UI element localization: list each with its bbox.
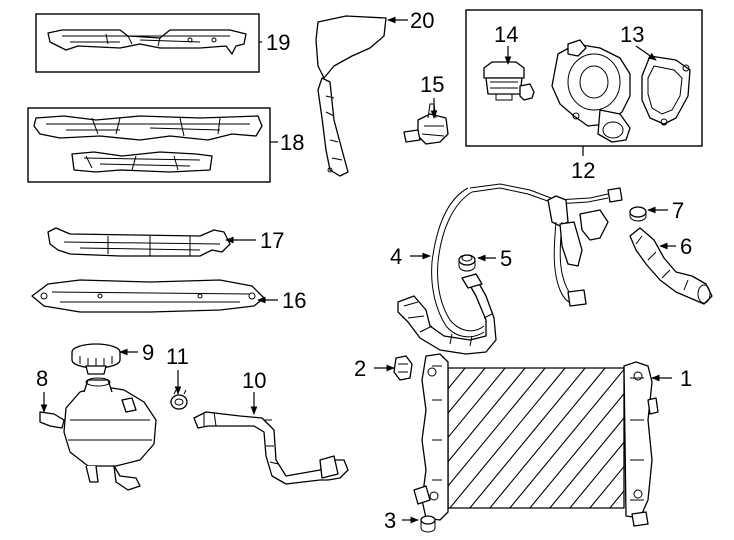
callout-8: 8: [36, 366, 48, 391]
part-13-gasket: [641, 55, 691, 126]
part-6-hose: [629, 227, 713, 305]
part-2-clip: [393, 355, 413, 381]
coolant-reservoir: [39, 377, 157, 491]
callout-12: 12: [571, 158, 595, 183]
callout-13: 13: [620, 22, 644, 47]
callout-20: 20: [410, 8, 434, 33]
callout-15: 15: [420, 72, 444, 97]
part-10-overflow-hose: [193, 411, 349, 485]
callout-11: 11: [166, 344, 189, 369]
part-7-clamp: [629, 206, 647, 222]
callout-5: 5: [500, 246, 512, 271]
callout-6: 6: [680, 234, 692, 259]
callout-labels: 1 2 3 4 5 6 7 8 9 10 11 12 13 14 15 16 1…: [36, 8, 692, 533]
callout-7: 7: [672, 198, 684, 223]
part-5-clamp: [458, 254, 476, 272]
water-pump: [551, 39, 631, 143]
part-4-hose-assembly: [397, 183, 623, 355]
callout-2: 2: [354, 356, 366, 381]
callout-16: 16: [282, 288, 306, 313]
part-20-air-deflector: [315, 15, 387, 177]
callout-4: 4: [390, 244, 402, 269]
part-11-clamp: [170, 389, 188, 410]
part-15-sensor: [403, 103, 449, 145]
part-3-bushing: [420, 515, 436, 533]
callout-17: 17: [260, 228, 284, 253]
part-16-lower-support: [31, 279, 265, 313]
part-17-support-rail: [47, 227, 231, 257]
callout-18: 18: [280, 130, 304, 155]
callout-10: 10: [242, 368, 266, 393]
callout-14: 14: [494, 22, 518, 47]
part-9-cap: [71, 343, 121, 375]
callout-3: 3: [384, 508, 396, 533]
part-18-lower-air-seals: [27, 107, 271, 183]
part-12-pump-assembly-box: [465, 9, 703, 156]
leader-lines: [40, 16, 676, 524]
callout-19: 19: [266, 30, 290, 55]
part-14-valve: [483, 61, 535, 101]
callout-1: 1: [680, 366, 692, 391]
callout-9: 9: [142, 340, 154, 365]
part-19-upper-air-seal: [35, 13, 262, 73]
part-1-radiator: [413, 353, 659, 527]
